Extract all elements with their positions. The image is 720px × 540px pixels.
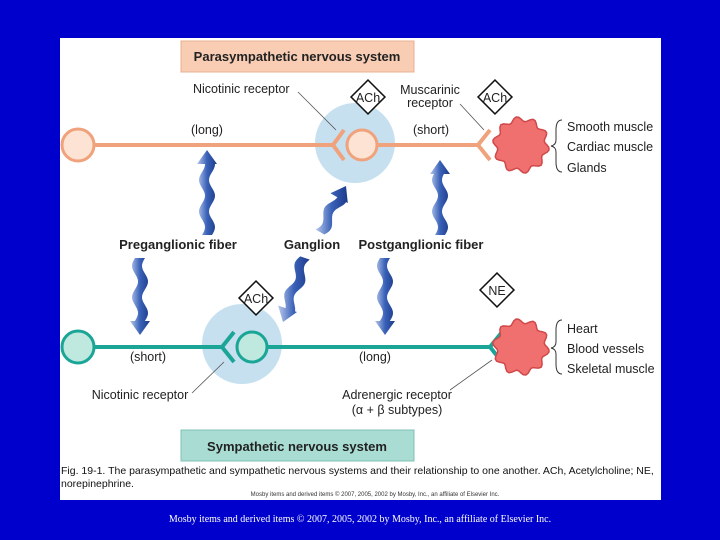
symp-target: Skeletal muscle [567,362,655,376]
wavy-arrow-icon [315,186,348,235]
adrenergic-label: (α + β subtypes) [352,403,443,417]
para-target: Smooth muscle [567,120,653,134]
para-post-length: (short) [413,123,449,137]
neurotransmitter-label: ACh [356,91,380,105]
sympathetic-title-box [180,429,415,462]
parasympathetic-title: Parasympathetic nervous system [194,49,401,64]
slide-footer: Mosby items and derived items © 2007, 20… [168,514,552,525]
figure-caption: Fig. 19-1. The parasympathetic and sympa… [61,465,654,477]
leader-line [191,361,225,394]
wavy-arrow-icon [197,150,217,235]
ne-diamond-icon [478,271,516,309]
para-muscarinic-receptor-icon [475,128,492,162]
symp-target-organ-icon [492,318,550,376]
ganglion-label: Ganglion [284,237,340,252]
symp-pre-length: (short) [130,350,166,364]
symp-nicotinic-receptor-icon [219,330,236,364]
postganglionic-label: Postganglionic fiber [359,237,484,252]
symp-target-brace [550,319,563,375]
para-target: Cardiac muscle [567,140,653,154]
ach-diamond-icon [349,78,387,116]
preganglionic-label: Preganglionic fiber [119,237,237,252]
ach-diamond-icon [237,279,275,317]
wavy-arrow-icon [375,258,395,335]
parasympathetic-title-box [180,40,415,73]
symp-ganglion-cell [235,330,269,364]
para-cell-body [60,127,96,163]
para-nicotinic-receptor-icon [330,128,346,162]
para-nicotinic-label: Nicotinic receptor [193,82,290,96]
symp-target: Heart [567,322,598,336]
neurotransmitter-label: ACh [483,91,507,105]
adrenergic-label: Adrenergic receptor [342,388,452,402]
leader-line [459,103,485,131]
symp-cell-body [60,329,96,365]
symp-nicotinic-label: Nicotinic receptor [92,388,189,402]
symp-post-length: (long) [359,350,391,364]
neurotransmitter-label: ACh [244,292,268,306]
figure-caption: norepinephrine. [61,478,134,490]
wavy-arrow-icon [130,258,150,335]
para-pre-length: (long) [191,123,223,137]
figure-copyright: Mosby items and derived items © 2007, 20… [251,491,500,498]
para-ganglion-cell [345,128,379,162]
ach-diamond-icon [476,78,514,116]
para-target-organ-icon [492,116,550,174]
symp-target: Blood vessels [567,342,644,356]
neurotransmitter-label: NE [488,284,505,298]
muscarinic-label: Muscarinic [400,83,460,97]
para-target-brace [550,119,563,173]
wavy-arrow-icon [430,160,450,235]
sympathetic-title: Sympathetic nervous system [207,439,387,454]
leader-line [297,91,337,131]
muscarinic-label: receptor [407,96,453,110]
leader-line [449,359,493,391]
wavy-arrow-icon [278,256,310,322]
para-target: Glands [567,161,607,175]
